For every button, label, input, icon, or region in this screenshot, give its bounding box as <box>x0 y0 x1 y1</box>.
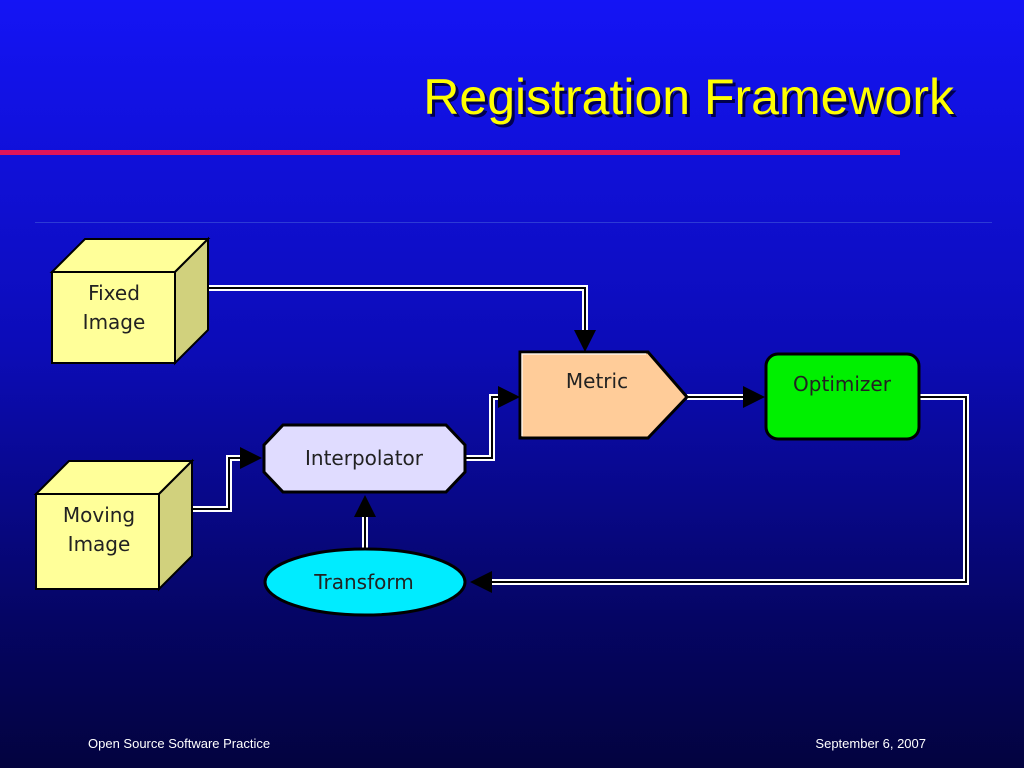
edge-optimizer-to-transform <box>470 394 969 593</box>
edge-metric-to-optimizer <box>687 386 765 408</box>
footer-date: September 6, 2007 <box>815 736 926 751</box>
fixed-image-node: Fixed Image <box>49 236 211 366</box>
fixed-image-label-line2: Image <box>83 310 146 334</box>
optimizer-label: Optimizer <box>793 372 892 396</box>
title-underline <box>0 150 900 155</box>
footer-course-name: Open Source Software Practice <box>88 736 271 751</box>
moving-image-node: Moving Image <box>33 458 195 592</box>
moving-image-label-line2: Image <box>68 532 131 556</box>
slide-title: Registration Framework <box>423 69 954 125</box>
fixed-image-label-line1: Fixed <box>88 281 140 305</box>
interpolator-node: Interpolator <box>262 423 467 494</box>
optimizer-node: Optimizer <box>764 352 921 441</box>
divider-line <box>35 222 992 223</box>
metric-label: Metric <box>566 369 628 393</box>
metric-node: Metric <box>518 350 690 440</box>
edge-fixed-to-metric <box>207 285 596 352</box>
transform-node: Transform <box>263 547 467 617</box>
interpolator-label: Interpolator <box>305 446 424 470</box>
edge-moving-to-interpolator <box>192 447 262 512</box>
edge-transform-to-interpolator <box>354 495 376 548</box>
edge-interpolator-to-metric <box>465 386 520 461</box>
transform-label: Transform <box>313 570 413 594</box>
moving-image-label-line1: Moving <box>63 503 135 527</box>
